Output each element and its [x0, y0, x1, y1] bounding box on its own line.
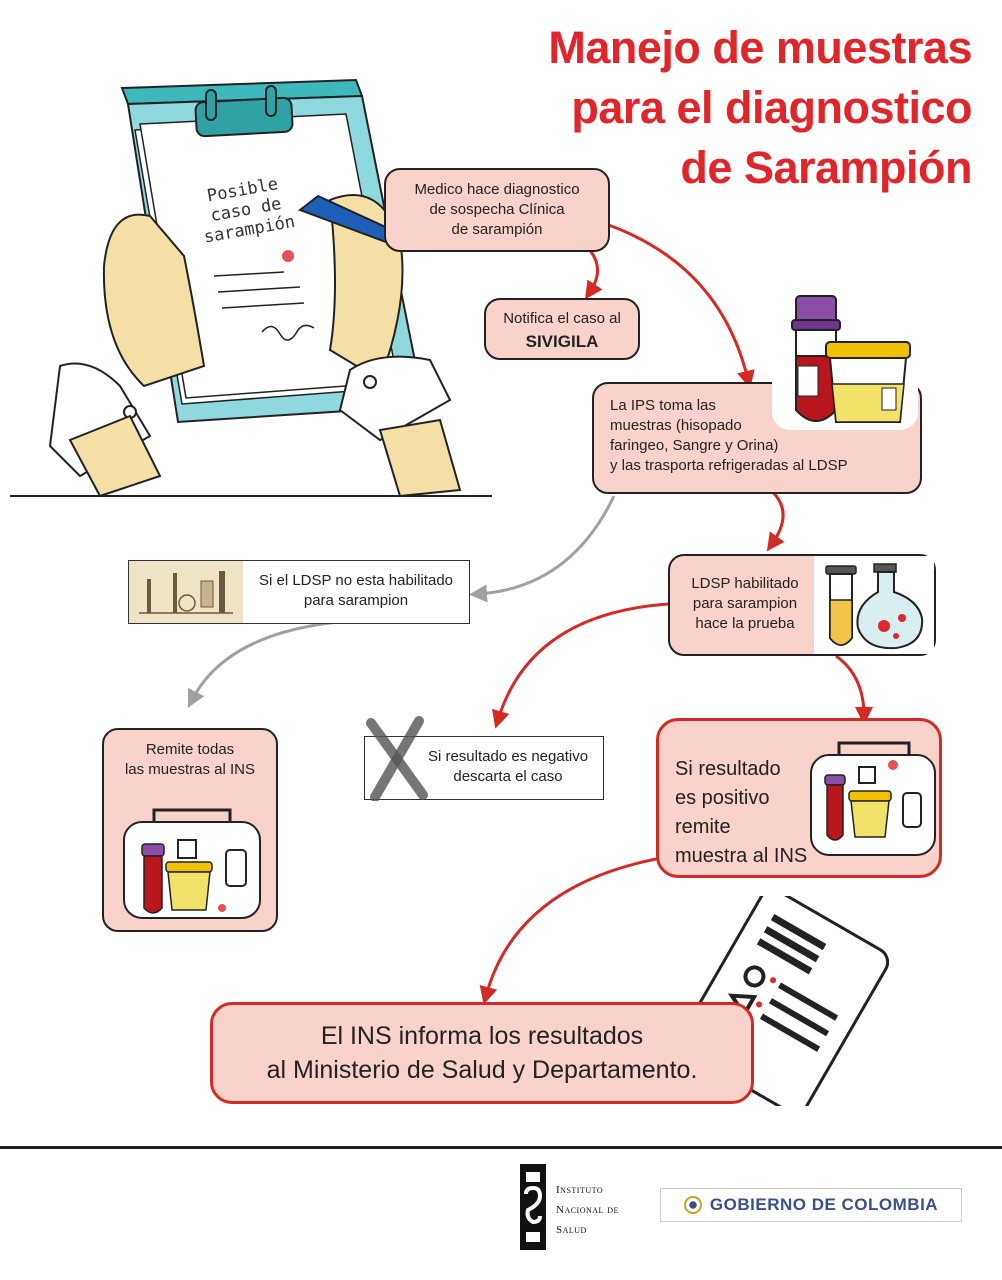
- sample-tubes-illustration: [772, 295, 918, 430]
- arrow-no-habilitado-to-remite: [187, 620, 339, 708]
- step-no-habilitado-line: Si el LDSP no esta habilitado: [258, 572, 454, 589]
- step-negativo-box: Si resultado es negativo descarta el cas…: [364, 716, 604, 801]
- step-informa-line: El INS informa los resultados: [320, 1022, 644, 1050]
- step-medico-line: de sarampión: [451, 221, 543, 238]
- lab-flask-illustration: [814, 556, 934, 654]
- step-negativo-line: Si resultado es negativo: [427, 748, 589, 765]
- step-ips-line: La IPS toma las: [610, 397, 716, 414]
- step-ips-line: y las trasporta refrigeradas al LDSP: [610, 457, 848, 474]
- step-remite-todas-line: Remite todas: [145, 741, 235, 758]
- step-informa-line: al Ministerio de Salud y Departamento.: [266, 1056, 698, 1084]
- cooler-box-icon: [810, 741, 936, 856]
- step-negativo-line: descarta el caso: [453, 768, 563, 785]
- cooler-box-icon: [123, 808, 261, 919]
- ins-logo-line: Nacional de: [556, 1204, 619, 1216]
- step-notifica-line: Notifica el caso al: [503, 310, 621, 327]
- title-line: de Sarampión: [680, 142, 972, 193]
- ins-logo-icon: [520, 1164, 546, 1250]
- page-title: Manejo de muestras para el diagnostico d…: [412, 18, 972, 198]
- ins-logo-line: Instituto: [556, 1184, 604, 1196]
- step-no-habilitado-box: Si el LDSP no esta habilitado para saram…: [128, 560, 470, 624]
- step-remite-todas-box: Remite todas las muestras al INS: [102, 728, 278, 932]
- gobierno-logo: GOBIERNO DE COLOMBIA: [660, 1188, 962, 1222]
- step-medico-box: Medico hace diagnostico de sospecha Clín…: [384, 168, 610, 252]
- step-ips-line: muestras (hisopado: [610, 417, 742, 434]
- lab-equipment-image: [129, 561, 243, 623]
- arrow-medico-to-ips: [599, 220, 755, 389]
- ins-logo-line: Salud: [556, 1224, 587, 1236]
- arrow-ips-to-no-habilitado: [469, 495, 616, 603]
- title-line: Manejo de muestras: [548, 22, 972, 73]
- ins-logo-text: Instituto Nacional de Salud: [556, 1180, 619, 1240]
- title-line: para el diagnostico: [571, 82, 972, 133]
- arrow-medico-to-notifica: [585, 246, 603, 300]
- step-habilitado-line: LDSP habilitado: [691, 575, 799, 592]
- step-habilitado-line: para sarampion: [692, 595, 798, 612]
- arrow-ips-to-habilitado: [766, 486, 785, 552]
- arrow-habilitado-to-negativo: [491, 602, 669, 729]
- step-positivo-line: muestra al INS: [675, 845, 808, 867]
- step-remite-todas-line: las muestras al INS: [124, 761, 256, 778]
- step-no-habilitado-line: para sarampion: [303, 592, 409, 609]
- step-medico-line: Medico hace diagnostico: [414, 181, 580, 198]
- footer-divider: [0, 1146, 1002, 1149]
- arrow-habilitado-to-positivo: [835, 654, 873, 725]
- step-positivo-line: remite: [675, 816, 731, 838]
- step-medico-line: de sospecha Clínica: [429, 201, 565, 218]
- step-notifica-box: Notifica el caso al SIVIGILA: [484, 298, 640, 360]
- gobierno-label: GOBIERNO DE COLOMBIA: [709, 1195, 939, 1214]
- sivigila-label: SIVIGILA: [525, 332, 599, 351]
- step-positivo-box: Si resultado es positivo remite muestra …: [656, 718, 942, 878]
- step-habilitado-line: hace la prueba: [695, 615, 795, 632]
- step-ips-line: faringeo, Sangre y Orina): [610, 437, 779, 454]
- colombia-seal-icon: [683, 1196, 702, 1214]
- step-positivo-line: es positivo: [675, 787, 770, 809]
- x-mark-icon: [366, 716, 428, 801]
- step-informa-box: El INS informa los resultados al Ministe…: [210, 1002, 754, 1104]
- step-positivo-line: Si resultado: [675, 758, 781, 780]
